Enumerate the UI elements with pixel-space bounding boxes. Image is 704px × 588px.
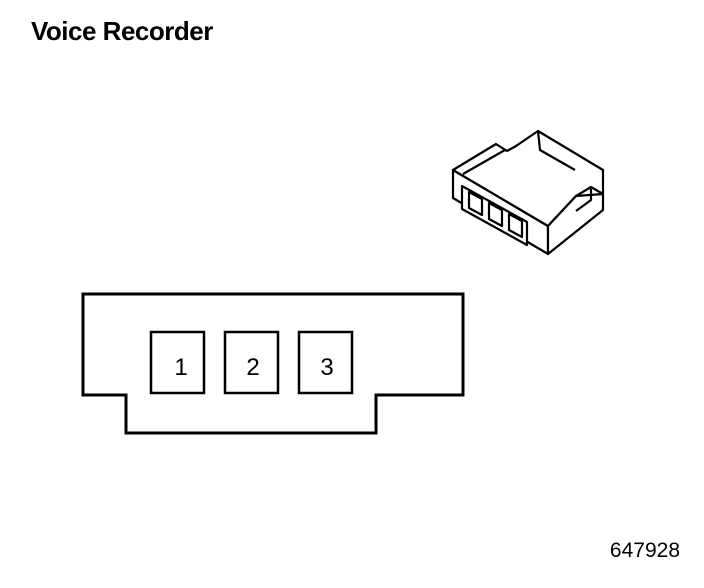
connector-ridge-line	[536, 130, 576, 171]
pin-cavity	[507, 212, 524, 239]
connector-ridge-line	[462, 149, 506, 175]
pin-cavity	[487, 201, 504, 228]
connector-right-face	[546, 192, 605, 256]
pin-cavity	[467, 190, 484, 217]
figure-reference-number: 647928	[609, 539, 680, 562]
connector-latch-line	[575, 187, 593, 212]
pin-cell: 1	[149, 330, 206, 395]
pin-label: 3	[320, 354, 333, 381]
pin-cell: 2	[223, 330, 280, 395]
connector-3d-illustration	[451, 129, 605, 256]
pin-label: 1	[174, 354, 187, 381]
pin-cell: 3	[297, 330, 354, 395]
diagram-title: Voice Recorder	[31, 16, 213, 46]
pin-cell-box	[223, 330, 280, 395]
pin-label: 2	[246, 354, 259, 381]
pin-cell-box	[149, 330, 206, 395]
pin-cell-box	[297, 330, 354, 395]
